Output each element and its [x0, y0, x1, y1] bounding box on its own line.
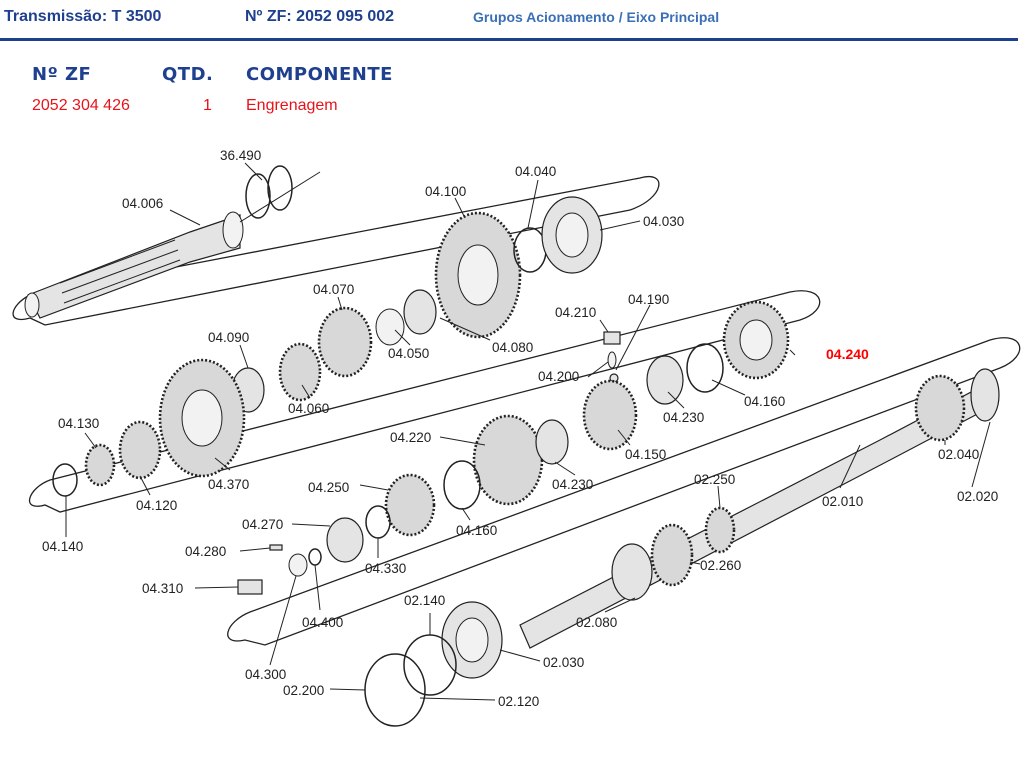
label-04330[interactable]: 04.330 — [365, 561, 406, 576]
transmission-title: Transmissão: T 3500 — [4, 8, 162, 25]
label-02080[interactable]: 02.080 — [576, 615, 617, 630]
group-title: Grupos Acionamento / Eixo Principal — [473, 9, 720, 25]
component-cell[interactable]: Engrenagem — [246, 97, 338, 114]
washer-04400[interactable] — [308, 548, 322, 566]
label-04310[interactable]: 04.310 — [142, 581, 183, 596]
needle-bearing-04230-a[interactable] — [646, 355, 684, 405]
label-04050[interactable]: 04.050 — [388, 346, 429, 361]
label-02010[interactable]: 02.010 — [822, 494, 863, 509]
ring-04160-a[interactable] — [686, 343, 724, 393]
label-36490[interactable]: 36.490 — [220, 148, 261, 163]
gear-04120[interactable] — [118, 420, 162, 480]
gear-group-outline — [28, 290, 821, 513]
label-04100[interactable]: 04.100 — [425, 184, 466, 199]
label-02140[interactable]: 02.140 — [404, 593, 445, 608]
label-04150[interactable]: 04.150 — [625, 447, 666, 462]
label-04220[interactable]: 04.220 — [390, 430, 431, 445]
sleeve-02080[interactable] — [611, 543, 653, 601]
sleeve-04050[interactable] — [375, 308, 405, 346]
label-04300[interactable]: 04.300 — [245, 667, 286, 682]
label-04140[interactable]: 04.140 — [42, 539, 83, 554]
input-shaft-part[interactable] — [24, 171, 321, 319]
label-02030[interactable]: 02.030 — [543, 655, 584, 670]
label-04270[interactable]: 04.270 — [242, 517, 283, 532]
label-04280[interactable]: 04.280 — [185, 544, 226, 559]
label-04190[interactable]: 04.190 — [628, 292, 669, 307]
label-04240-highlighted[interactable]: 04.240 — [826, 346, 869, 362]
label-02250[interactable]: 02.250 — [694, 472, 735, 487]
label-04200[interactable]: 04.200 — [538, 369, 579, 384]
ring-04040[interactable] — [513, 227, 547, 273]
leader-lines — [65, 162, 991, 701]
label-04400[interactable]: 04.400 — [302, 615, 343, 630]
label-04230-a[interactable]: 04.230 — [663, 410, 704, 425]
label-04130[interactable]: 04.130 — [58, 416, 99, 431]
mainshaft-group-outline — [227, 337, 1021, 646]
label-02260[interactable]: 02.260 — [700, 558, 741, 573]
bearing-04270[interactable] — [326, 517, 364, 563]
label-04230-b[interactable]: 04.230 — [552, 477, 593, 492]
qty-cell: 1 — [203, 97, 212, 114]
label-02120[interactable]: 02.120 — [498, 694, 539, 709]
label-04080[interactable]: 04.080 — [492, 340, 533, 355]
label-04040[interactable]: 04.040 — [515, 164, 556, 179]
gear-04220[interactable] — [472, 414, 544, 506]
label-04070[interactable]: 04.070 — [313, 282, 354, 297]
needle-bearing-04080[interactable] — [403, 289, 437, 335]
label-02040[interactable]: 02.040 — [938, 447, 979, 462]
pin-04280[interactable] — [269, 544, 283, 551]
washer-04140[interactable] — [52, 463, 78, 497]
qty-column-header: QTD. — [162, 64, 214, 85]
gear-04250[interactable] — [384, 473, 436, 537]
gear-02250[interactable] — [704, 506, 736, 554]
label-04160-b[interactable]: 04.160 — [456, 523, 497, 538]
component-column-header: COMPONENTE — [246, 64, 393, 85]
label-04120[interactable]: 04.120 — [136, 498, 177, 513]
needle-bearing-04230-b[interactable] — [535, 419, 569, 465]
hub-04060[interactable] — [278, 342, 322, 402]
label-02200[interactable]: 02.200 — [283, 683, 324, 698]
label-02020[interactable]: 02.020 — [957, 489, 998, 504]
ring-36490-a[interactable] — [245, 173, 271, 219]
zf-cell[interactable]: 2052 304 426 — [32, 97, 130, 114]
washer-04330[interactable] — [365, 505, 391, 539]
label-04006[interactable]: 04.006 — [122, 196, 163, 211]
synchro-04070[interactable] — [317, 306, 373, 378]
label-04160-a[interactable]: 04.160 — [744, 394, 785, 409]
ring-04160-b[interactable] — [443, 460, 481, 510]
label-04370[interactable]: 04.370 — [208, 477, 249, 492]
ring-36490-b[interactable] — [267, 165, 293, 211]
label-04250[interactable]: 04.250 — [308, 480, 349, 495]
zf-number-title: Nº ZF: 2052 095 002 — [245, 8, 395, 25]
label-04090[interactable]: 04.090 — [208, 330, 249, 345]
label-04060[interactable]: 04.060 — [288, 401, 329, 416]
gear-04130[interactable] — [84, 443, 116, 487]
label-04030[interactable]: 04.030 — [643, 214, 684, 229]
key-04210[interactable] — [603, 331, 621, 345]
gear-02260[interactable] — [650, 523, 694, 587]
label-04210[interactable]: 04.210 — [555, 305, 596, 320]
nut-04300[interactable] — [288, 553, 308, 577]
spring-04200[interactable] — [607, 351, 617, 369]
zf-column-header: Nº ZF — [32, 64, 92, 85]
synchro-04150[interactable] — [582, 379, 638, 451]
ring-02140[interactable] — [403, 634, 457, 696]
bolt-04310[interactable] — [237, 579, 263, 595]
input-shaft-group-outline — [12, 175, 660, 326]
header-divider — [0, 38, 1018, 41]
